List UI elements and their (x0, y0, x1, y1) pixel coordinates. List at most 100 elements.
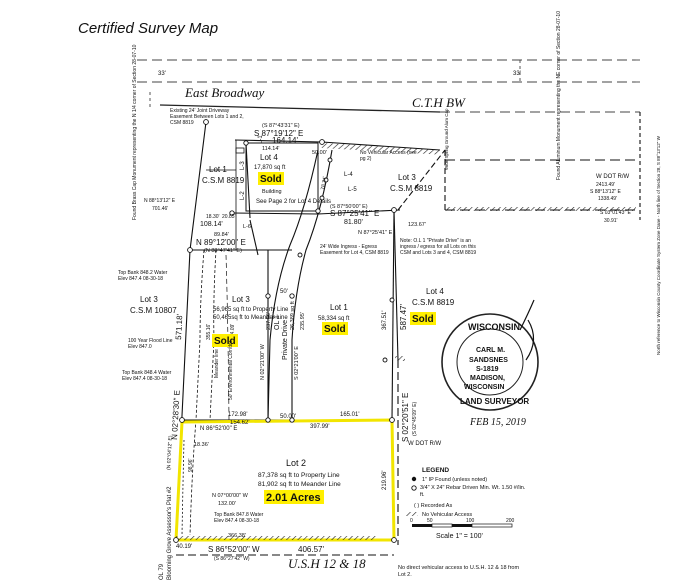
no-access-hatch-bottom (176, 536, 376, 540)
line-l1: L-1 (258, 135, 264, 144)
road-label-ush: U.S.H 12 & 18 (288, 556, 366, 571)
legend-ip-icon (411, 476, 417, 482)
bearing-b5-recorded: (S 86°27'42" W) (214, 556, 250, 562)
lot4-csm-number: C.S.M 8819 (412, 298, 455, 307)
bearing-b10: S 02°21'00" E (294, 346, 300, 380)
top-bank-note-3: Top Bank 847.8 Water Elev 847.4 08-30-18 (214, 512, 264, 524)
distance-b7: 587.47' (399, 304, 408, 330)
legend-title: LEGEND (422, 467, 449, 474)
acres-badge-bg (264, 490, 324, 504)
bearing-b6-recorded: (N 02°04'12" E) (166, 435, 174, 470)
scale-bar: 0 50 100 200 Scale 1" = 100' (410, 518, 515, 540)
sold-badge-lot4: Sold (260, 174, 282, 185)
lot4-csm-name: Lot 4 (426, 287, 444, 296)
road-label-cth-bw: C.T.H BW (412, 95, 466, 110)
no-access-hatch-top (321, 143, 440, 155)
seal-number: S-1819 (476, 366, 499, 373)
distance-b2-3: 123.67' (408, 222, 426, 228)
top-bank-note-1: Top Bank 848.2 Water Elev 847.4 08-30-18 (118, 270, 168, 282)
distance-b5: 406.57' (298, 545, 324, 554)
bearing-b3: N 89°12'00" E (196, 238, 246, 247)
road-tick-1: 33' (158, 71, 166, 77)
ingress-note: 24' Wide Ingress - Egress Easement for L… (320, 244, 389, 256)
distance-b11: 701.46' (152, 206, 168, 212)
lot4-name: Lot 4 (260, 153, 278, 162)
seal-date: FEB 15, 2019 (469, 417, 526, 428)
lot2-area2: 81,902 sq ft to Meander Line (258, 481, 341, 488)
notes: Existing 24' Joint Driveway Easement Bet… (118, 108, 520, 578)
seal-name-last: SANDSNES (469, 357, 508, 364)
lot3-area2: 50,465sq ft to Meander Line (213, 315, 288, 321)
lot3-area: 56,965 sq ft to Property Line (213, 307, 289, 313)
bearing-b12: S 03°01'43" E (600, 210, 632, 216)
top-bank-note-2: Top Bank 848.4 Water Elev 847.4 08-30-18 (122, 370, 172, 382)
lot1-csm-name: Lot 1 (209, 165, 227, 174)
lot1-area: 58,334 sq ft (318, 316, 350, 322)
line-l3: L-3 (240, 161, 246, 170)
ol1-area: 26,389 sq ft (290, 301, 296, 330)
distance-b5-2: 366.38' (228, 533, 246, 539)
lots: Lot 1 C.S.M 8819 Lot 3 C.S.M 8819 Lot 4 … (130, 153, 455, 580)
survey-markers (173, 119, 397, 543)
distance-b5-3: 40.19' (176, 544, 192, 550)
distance-b4d: 165.01' (340, 412, 360, 418)
surveyor-seal: WISCONSIN CARL M. SANDSNES S-1819 MADISO… (441, 299, 539, 428)
legend-rebar-icon (411, 485, 417, 491)
no-access-hatch-right (446, 207, 636, 211)
lot1-csm-number: C.S.M 8819 (202, 176, 245, 185)
legend: LEGEND 1" IP Found (unless noted) 3/4" X… (406, 467, 525, 540)
line-l6: L-6 (243, 224, 251, 230)
distance-b3: 108.14' (200, 221, 223, 228)
legend-item-recorded: ( ) Recorded As (414, 503, 452, 509)
distance-b3-2: 89.84' (214, 232, 229, 238)
lot4-area: 17,870 sq ft (254, 165, 286, 171)
bearing-b2-2: N 87°25'41" E (358, 230, 393, 236)
distance-b20: 78.34' (320, 176, 328, 190)
ol1-note: Note: O.L 1 "Private Drive" is an ingres… (400, 238, 477, 256)
lot1-name: Lot 1 (330, 303, 348, 312)
page-title: Certified Survey Map (78, 20, 218, 37)
distance-b6: 571.18' (174, 313, 184, 340)
bearing-b2: S 87°25'41" E (330, 209, 379, 218)
distance-b4e: 397.99' (310, 424, 330, 430)
distance-b7-3: 219.96' (382, 471, 388, 491)
bearing-b1: S 87°19'12" E (254, 129, 303, 138)
bottom-access-note: No direct vehicular access to U.S.H. 12 … (398, 565, 520, 578)
bearing-b9: N 02°21'00" W (260, 343, 266, 380)
ol1-sub: Private Drive (282, 320, 289, 360)
bearing-b3-recorded: (N 88°47'41" E) (204, 248, 242, 254)
distance-b4c: 50.00' (280, 414, 296, 420)
seal-signature (519, 299, 535, 361)
monument-left-note: Found Brass Cap Monument representing th… (132, 44, 138, 220)
no-access-hatch-mid (395, 356, 405, 361)
line-l4: L-4 (344, 172, 353, 178)
bearing-b6: N 02°28'30" E (170, 390, 182, 440)
distance-b4b: 154.62' (230, 420, 250, 426)
distance-b1-2: 114.14' (262, 146, 279, 152)
scale-label: Scale 1" = 100' (436, 533, 483, 540)
distance-b12: 30.91' (604, 218, 618, 224)
meander-note: Meander line (214, 349, 220, 378)
distance-b1-3: 50.00' (312, 150, 327, 156)
distance-b2: 81.80' (344, 219, 363, 226)
building-marker (235, 147, 245, 154)
north-reference-note: North reference to Wisconsin County Coor… (656, 135, 661, 355)
legend-hatch-icon (406, 512, 418, 516)
sold-badge-lot1: Sold (324, 324, 346, 335)
legend-item-no-access: No Vehicular Access (422, 512, 472, 518)
seal-role: LAND SURVEYOR (460, 397, 529, 406)
seal-state: WISCONSIN (468, 322, 520, 332)
distance-b7-2: 367.51' (382, 311, 388, 331)
distance-b8: 132.00' (218, 501, 236, 507)
lot3-csm-number: C.S.M 8819 (390, 184, 433, 193)
bearing-b4: N 86°52'00" E (200, 426, 237, 432)
bearing-b7-recorded: (S 02°45'09" E) (412, 401, 418, 436)
ol1-name: OL 1 (274, 315, 281, 330)
scale-tick-200: 200 (506, 518, 515, 524)
ol79-name: OL 79 (159, 563, 165, 580)
sold-badges: Sold Sold Sold Sold (212, 172, 436, 347)
bearing-b5: S 86°52'00" W (208, 545, 260, 554)
distance-b18: 355.16' (206, 324, 212, 340)
